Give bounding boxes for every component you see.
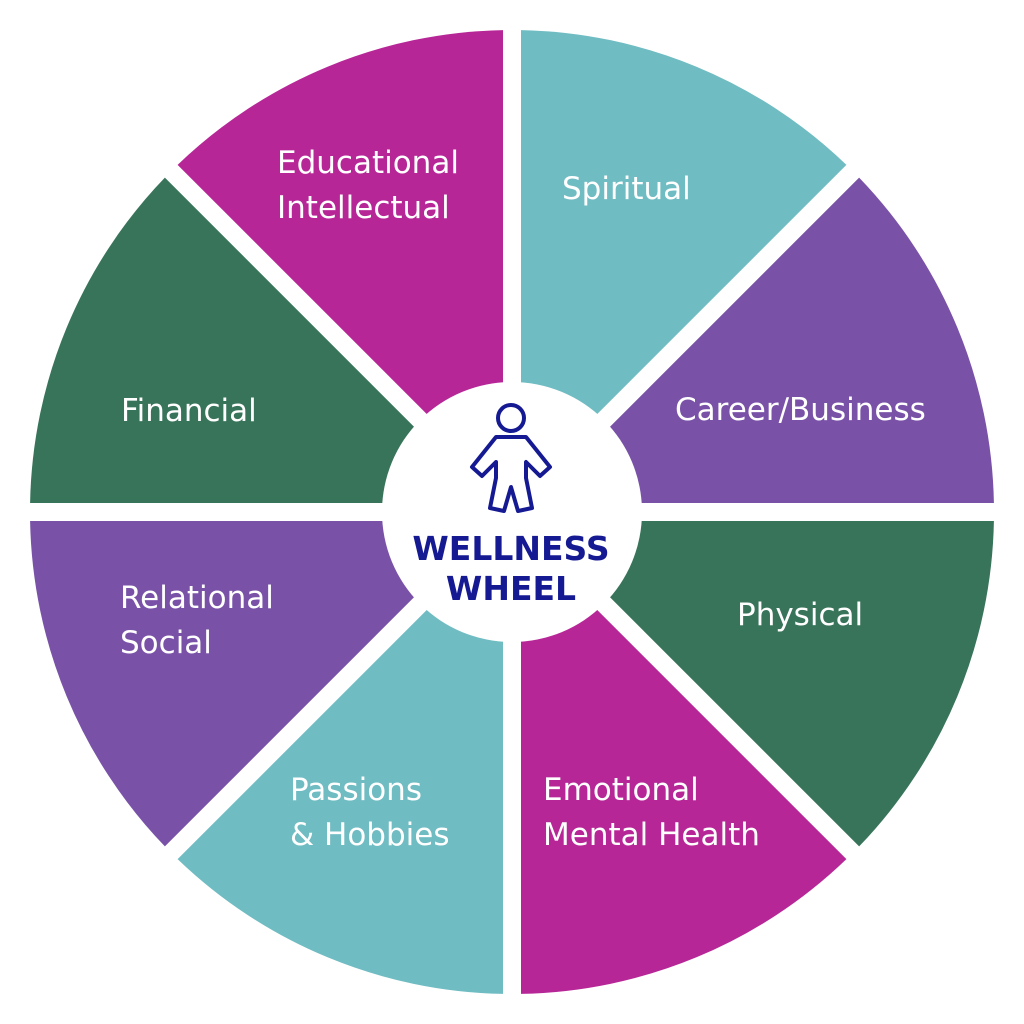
segment-label-line: Career/Business (675, 392, 926, 428)
segment-label-line: Financial (121, 393, 257, 429)
segment-relational (30, 521, 491, 847)
segment-label-line: Spiritual (562, 171, 691, 207)
segment-label-career: Career/Business (675, 392, 926, 428)
segment-label-line: Mental Health (543, 817, 760, 853)
segment-label-line: Passions (290, 772, 422, 808)
segment-emotional (521, 533, 847, 994)
center-hub (382, 382, 642, 642)
segment-label-physical: Physical (737, 597, 863, 633)
segment-label-passions: Passions & Hobbies (290, 772, 450, 853)
segment-physical (533, 521, 994, 847)
segment-labels-layer: SpiritualCareer/BusinessPhysicalEmotiona… (120, 145, 926, 853)
segment-spiritual (521, 30, 847, 491)
segment-label-line: Intellectual (277, 190, 450, 226)
person-outline-icon (470, 403, 552, 513)
segment-label-line: & Hobbies (290, 817, 450, 853)
segment-label-line: Physical (737, 597, 863, 633)
wheel-title-line-1: WELLNESS (412, 529, 609, 568)
segment-label-line: Social (120, 625, 212, 661)
segment-label-spiritual: Spiritual (562, 171, 691, 207)
segment-financial (30, 177, 491, 504)
segment-passions (177, 533, 504, 994)
segments-layer (30, 30, 994, 994)
segment-educational (177, 30, 504, 491)
segment-label-financial: Financial (121, 393, 257, 429)
segment-label-line: Educational (277, 145, 459, 181)
segment-career (533, 177, 994, 504)
wheel-title-line-2: WHEEL (446, 569, 576, 608)
segment-label-line: Relational (120, 580, 274, 616)
segment-label-line: Emotional (543, 772, 699, 808)
